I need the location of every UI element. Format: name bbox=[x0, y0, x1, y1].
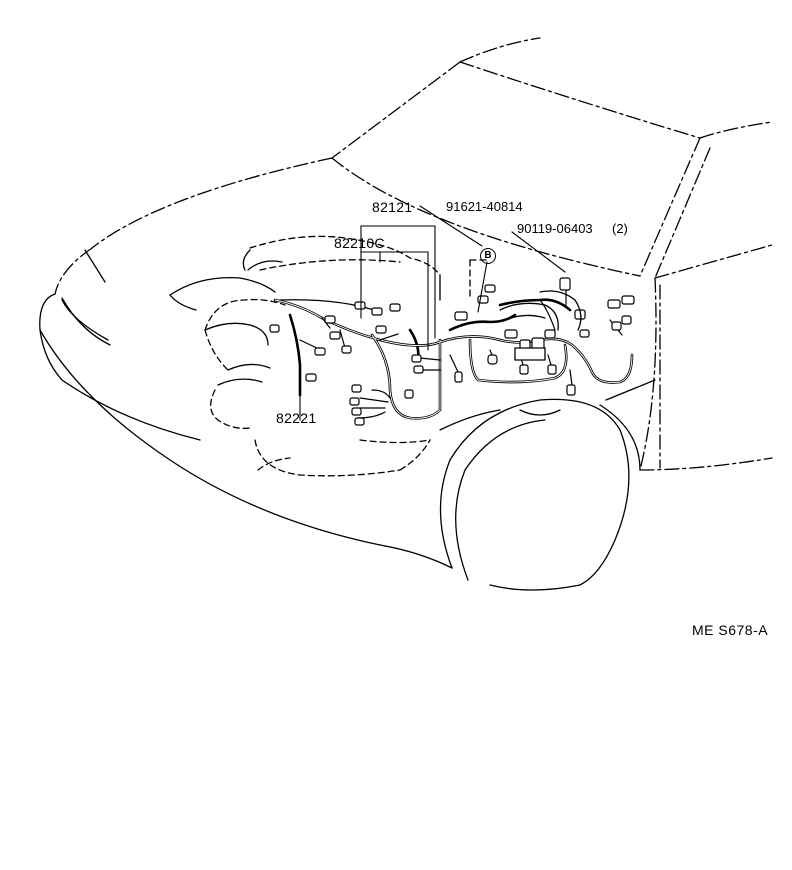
branch-wires bbox=[299, 289, 623, 419]
connector bbox=[389, 303, 401, 312]
engine-block-outline bbox=[204, 235, 487, 477]
connector bbox=[404, 389, 414, 399]
connector bbox=[611, 321, 622, 331]
connector bbox=[487, 354, 498, 365]
connector bbox=[454, 311, 468, 321]
connector bbox=[484, 284, 496, 293]
connector bbox=[351, 384, 362, 393]
connector bbox=[371, 307, 383, 316]
connector bbox=[351, 407, 362, 416]
connector bbox=[559, 277, 571, 291]
connector bbox=[544, 329, 556, 339]
connector bbox=[621, 315, 632, 325]
connector bbox=[269, 324, 280, 333]
part-label-bolt-quantity: (2) bbox=[612, 221, 628, 236]
connector bbox=[519, 364, 529, 375]
connector bbox=[354, 301, 366, 310]
part-label-90119-06403: 90119-06403 bbox=[517, 221, 593, 236]
part-label-82210c: 82210C bbox=[334, 235, 385, 251]
bumper-fender bbox=[39, 249, 656, 591]
car-body-outline bbox=[54, 37, 773, 471]
diagram-reference-code: ME S678-A bbox=[692, 622, 769, 638]
connector bbox=[621, 295, 635, 305]
connector bbox=[607, 299, 621, 309]
leader-lines bbox=[299, 205, 566, 421]
engine-contours bbox=[169, 249, 561, 431]
connector bbox=[375, 325, 387, 334]
connector bbox=[305, 373, 317, 382]
connector bbox=[413, 365, 424, 374]
connector bbox=[349, 397, 360, 406]
connector bbox=[324, 315, 336, 324]
connector bbox=[504, 329, 518, 339]
connector bbox=[411, 354, 422, 363]
part-label-82221: 82221 bbox=[276, 410, 317, 426]
connector bbox=[454, 371, 463, 383]
connector bbox=[354, 417, 365, 426]
connector bbox=[329, 331, 341, 340]
callout-b-marker: B bbox=[480, 248, 496, 264]
connector bbox=[341, 345, 352, 354]
connector bbox=[579, 329, 590, 338]
connector bbox=[547, 364, 557, 375]
part-label-82121: 82121 bbox=[372, 199, 413, 215]
part-label-91621-40814: 91621-40814 bbox=[446, 199, 523, 214]
junction-block bbox=[499, 290, 582, 361]
connector bbox=[314, 347, 326, 356]
connector bbox=[566, 384, 576, 396]
connectors bbox=[269, 277, 635, 426]
